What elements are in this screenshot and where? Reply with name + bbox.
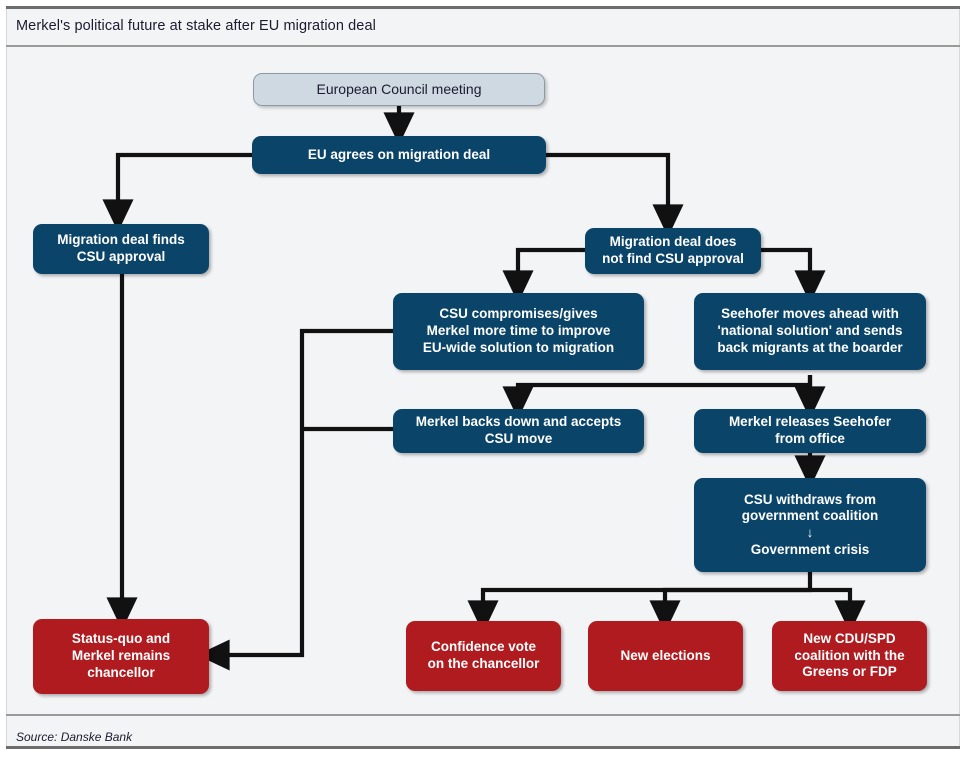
node-label: EU agrees on migration deal [307, 146, 491, 162]
edge-eu-agrees-to-csu-approval [102, 152, 252, 233]
node-status-quo-merkel-remains-chancellor[interactable]: Status-quo and Merkel remains chancellor [33, 619, 209, 694]
node-label: New elections [620, 647, 711, 663]
edge-withdraws-to-confidence-vote [467, 572, 813, 634]
node-label-line-4: Government crisis [750, 541, 870, 557]
node-label-line-2: CSU move [484, 431, 553, 446]
node-label-line-1: Migration deal does [609, 234, 737, 250]
node-migration-deal-finds-csu-approval[interactable]: Migration deal finds CSU approval [33, 224, 209, 274]
edge-withdraws-to-new-coalition [810, 587, 866, 634]
node-label-line-2: coalition with the [794, 647, 905, 663]
node-new-cdu-spd-coalition[interactable]: New CDU/SPD coalition with the Greens or… [772, 621, 927, 691]
node-label-line-2: CSU approval [76, 249, 166, 264]
node-label-line-1: Status-quo and [71, 631, 171, 647]
node-label-line-2: on the chancellor [427, 656, 540, 671]
node-label-line-3: back migrants at the boarder [717, 339, 903, 355]
down-arrow-icon: ↓ [806, 525, 814, 540]
node-label-line-1: CSU compromises/gives [439, 306, 598, 322]
node-label-line-2: Merkel more time to improve [426, 323, 611, 339]
node-csu-compromises[interactable]: CSU compromises/gives Merkel more time t… [393, 293, 644, 370]
top-rule [6, 6, 960, 9]
node-label-line-1: Merkel backs down and accepts [415, 414, 622, 430]
node-label-line-2: government coalition [741, 508, 879, 524]
node-label-line-1: Confidence vote [430, 639, 536, 655]
node-label-line-3: Greens or FDP [802, 664, 897, 680]
node-label-line-3: EU-wide solution to migration [422, 339, 615, 355]
node-label-line-2: from office [775, 431, 845, 446]
source-label: Source: Danske Bank [16, 730, 133, 744]
node-label: European Council meeting [316, 80, 482, 97]
source-divider [6, 714, 960, 716]
node-merkel-backs-down[interactable]: Merkel backs down and accepts CSU move [393, 409, 644, 453]
node-new-elections[interactable]: New elections [588, 621, 743, 691]
node-label-line-1: New CDU/SPD [803, 630, 896, 646]
title-divider [6, 45, 960, 47]
node-label-line-3: chancellor [87, 664, 155, 680]
node-european-council-meeting[interactable]: European Council meeting [253, 73, 545, 106]
node-confidence-vote[interactable]: Confidence vote on the chancellor [406, 621, 561, 691]
edge-compromises-to-status-quo [196, 328, 393, 671]
bottom-rule [6, 746, 960, 749]
edge-withdraws-to-new-elections [649, 587, 810, 634]
page-title: Merkel's political future at stake after… [16, 18, 376, 34]
node-label-line-1: Migration deal finds [57, 232, 185, 248]
node-label-line-2: 'national solution' and sends [717, 323, 903, 339]
node-label-line-1: Seehofer moves ahead with [721, 306, 899, 322]
node-seehofer-national-solution[interactable]: Seehofer moves ahead with 'national solu… [694, 293, 926, 370]
source-band [6, 716, 960, 746]
title-band [6, 9, 960, 45]
node-label-line-1: CSU withdraws from [743, 491, 876, 507]
node-eu-agrees-on-migration-deal[interactable]: EU agrees on migration deal [252, 136, 546, 174]
edge-eu-agrees-to-no-csu-approval [546, 152, 684, 238]
node-migration-deal-does-not-find-csu-approval[interactable]: Migration deal does not find CSU approva… [585, 228, 761, 274]
node-label-line-2: Merkel remains [71, 648, 171, 664]
node-label-line-1: Merkel releases Seehofer [728, 414, 892, 430]
node-merkel-releases-seehofer[interactable]: Merkel releases Seehofer from office [694, 409, 926, 453]
node-csu-withdraws-government-crisis[interactable]: CSU withdraws from government coalition … [694, 478, 926, 572]
edge-seehofer-to-backs-down [502, 375, 813, 420]
node-label-line-2: not find CSU approval [602, 251, 744, 266]
